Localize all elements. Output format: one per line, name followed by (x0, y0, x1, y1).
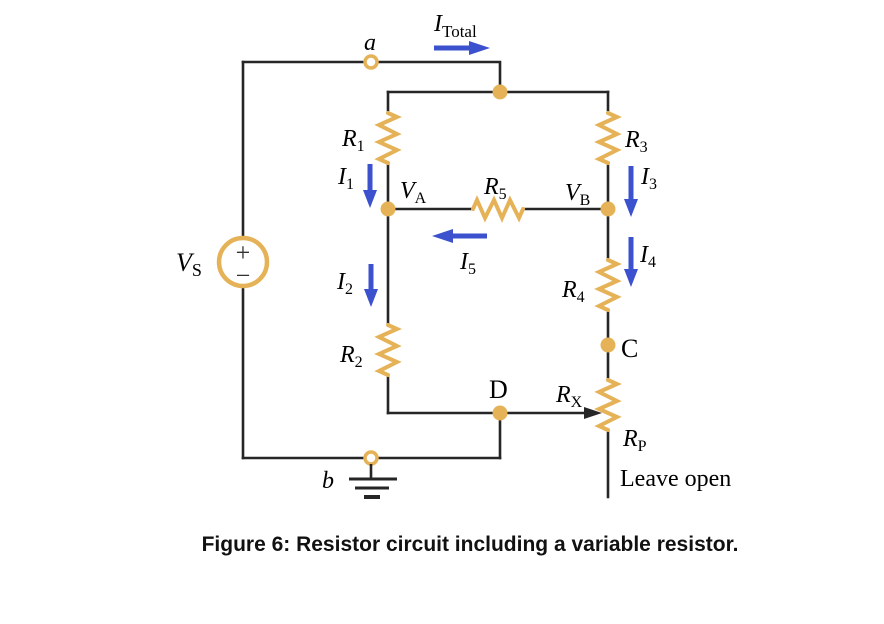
i2-label: I2 (336, 269, 353, 298)
rp-label: RP (622, 426, 647, 455)
wiper-arm (500, 407, 602, 419)
current-arrows (363, 41, 638, 307)
resistor-r2 (374, 323, 402, 377)
r5-label: R5 (483, 174, 507, 203)
junction-vb (600, 201, 616, 217)
wires (241, 60, 610, 499)
resistor-r5 (471, 195, 525, 223)
source-minus-sign: − (236, 261, 251, 290)
resistor-r3 (594, 111, 622, 165)
labels: a ITotal R1 I1 VA R5 I5 R3 I3 VB I4 R4 I… (176, 11, 731, 494)
i5-label: I5 (459, 249, 476, 278)
wire-top-outer (241, 60, 502, 94)
voltage-source: + − (216, 235, 270, 290)
node-b-label: b (322, 468, 334, 494)
figure-caption: Figure 6: Resistor circuit including a v… (201, 533, 739, 556)
leave-open-note: Leave open (620, 466, 731, 492)
circuit-diagram: + − a ITotal R1 I1 (176, 11, 731, 499)
source-plus-sign: + (236, 238, 251, 267)
junction-c (600, 337, 616, 353)
junctions (363, 54, 616, 466)
junction-d (492, 405, 508, 421)
r1-label: R1 (341, 126, 365, 155)
itotal-arrow-icon (469, 41, 490, 55)
wiper-arrow-icon (584, 407, 602, 419)
i2-arrow-icon (364, 289, 378, 307)
node-c-label: C (621, 334, 638, 363)
vs-label: VS (176, 248, 202, 280)
vb-label: VB (565, 180, 590, 209)
node-d-label: D (489, 375, 508, 404)
resistor-r4 (594, 258, 622, 312)
terminal-a (363, 54, 379, 70)
resistor-rp-potentiometer (594, 378, 622, 432)
i1-label: I1 (337, 164, 354, 193)
i4-arrow-icon (624, 269, 638, 287)
r4-label: R4 (561, 277, 585, 306)
r3-label: R3 (624, 127, 648, 156)
junction-top (492, 84, 508, 100)
node-a-label: a (364, 30, 376, 56)
i4-label: I4 (639, 242, 656, 271)
itotal-label: ITotal (433, 11, 477, 41)
i3-label: I3 (640, 164, 657, 193)
resistor-r1 (374, 111, 402, 165)
voltage-source-circle (216, 235, 270, 289)
i5-arrow-icon (432, 229, 453, 243)
i3-arrow-icon (624, 199, 638, 217)
junction-va (380, 201, 396, 217)
terminal-b (363, 450, 379, 466)
resistors (374, 111, 622, 432)
rx-label: RX (555, 382, 583, 411)
ground-symbol (349, 464, 397, 499)
i1-arrow-icon (363, 190, 377, 208)
va-label: VA (400, 178, 427, 207)
r2-label: R2 (339, 342, 363, 371)
